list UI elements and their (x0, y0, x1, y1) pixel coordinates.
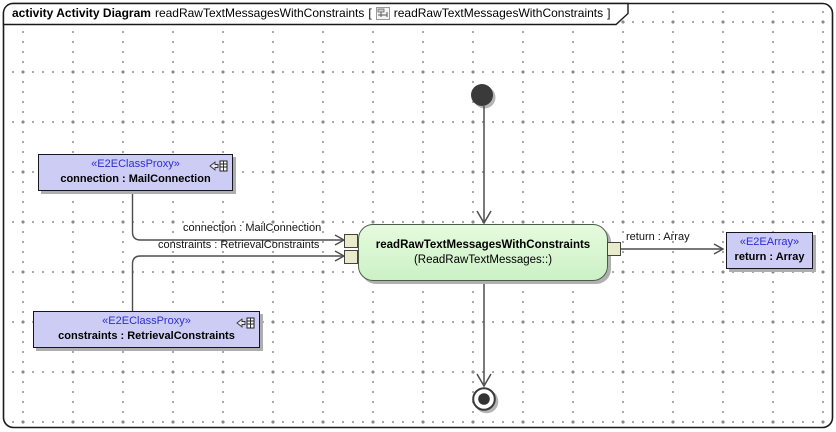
bracket-close: ] (607, 6, 611, 20)
bracket-open: [ (368, 6, 372, 20)
node-connection-proxy[interactable]: «E2EClassProxy» connection : MailConnect… (38, 154, 233, 191)
node-call-behavior-action[interactable]: readRawTextMessagesWithConstraints (Read… (358, 224, 608, 281)
diagram-frame (3, 3, 831, 427)
node-name-label: constraints : RetrievalConstraints (58, 330, 235, 342)
activity-diagram-icon (375, 6, 390, 20)
diagram-kind-label: activity Activity Diagram (12, 6, 151, 20)
node-return-array[interactable]: «E2EArray» return : Array (726, 232, 813, 269)
action-qualifier-label: (ReadRawTextMessages::) (413, 254, 553, 266)
edge-label-connection[interactable]: connection : MailConnection (183, 222, 322, 234)
frame-title: activity Activity Diagram readRawTextMes… (12, 6, 610, 20)
stereotype-label: «E2EClassProxy» (102, 315, 191, 327)
action-name-label: readRawTextMessagesWithConstraints (375, 239, 591, 251)
link-to-element-icon (236, 316, 255, 329)
node-constraints-proxy[interactable]: «E2EClassProxy» constraints : RetrievalC… (33, 311, 260, 348)
diagram-context-label: readRawTextMessagesWithConstraints (393, 6, 604, 20)
link-to-element-icon (209, 159, 228, 172)
stereotype-label: «E2EClassProxy» (91, 158, 180, 170)
node-name-label: connection : MailConnection (60, 173, 211, 185)
stereotype-label: «E2EArray» (739, 236, 800, 248)
edge-label-return[interactable]: return : Array (626, 231, 690, 243)
input-pin-constraints[interactable] (344, 250, 358, 264)
output-pin-return[interactable] (607, 242, 621, 256)
input-pin-connection[interactable] (344, 234, 358, 248)
diagram-name-label: readRawTextMessagesWithConstraints (154, 6, 365, 20)
node-name-label: return : Array (734, 251, 805, 263)
edge-label-constraints[interactable]: constraints : RetrievalConstraints (158, 239, 320, 251)
